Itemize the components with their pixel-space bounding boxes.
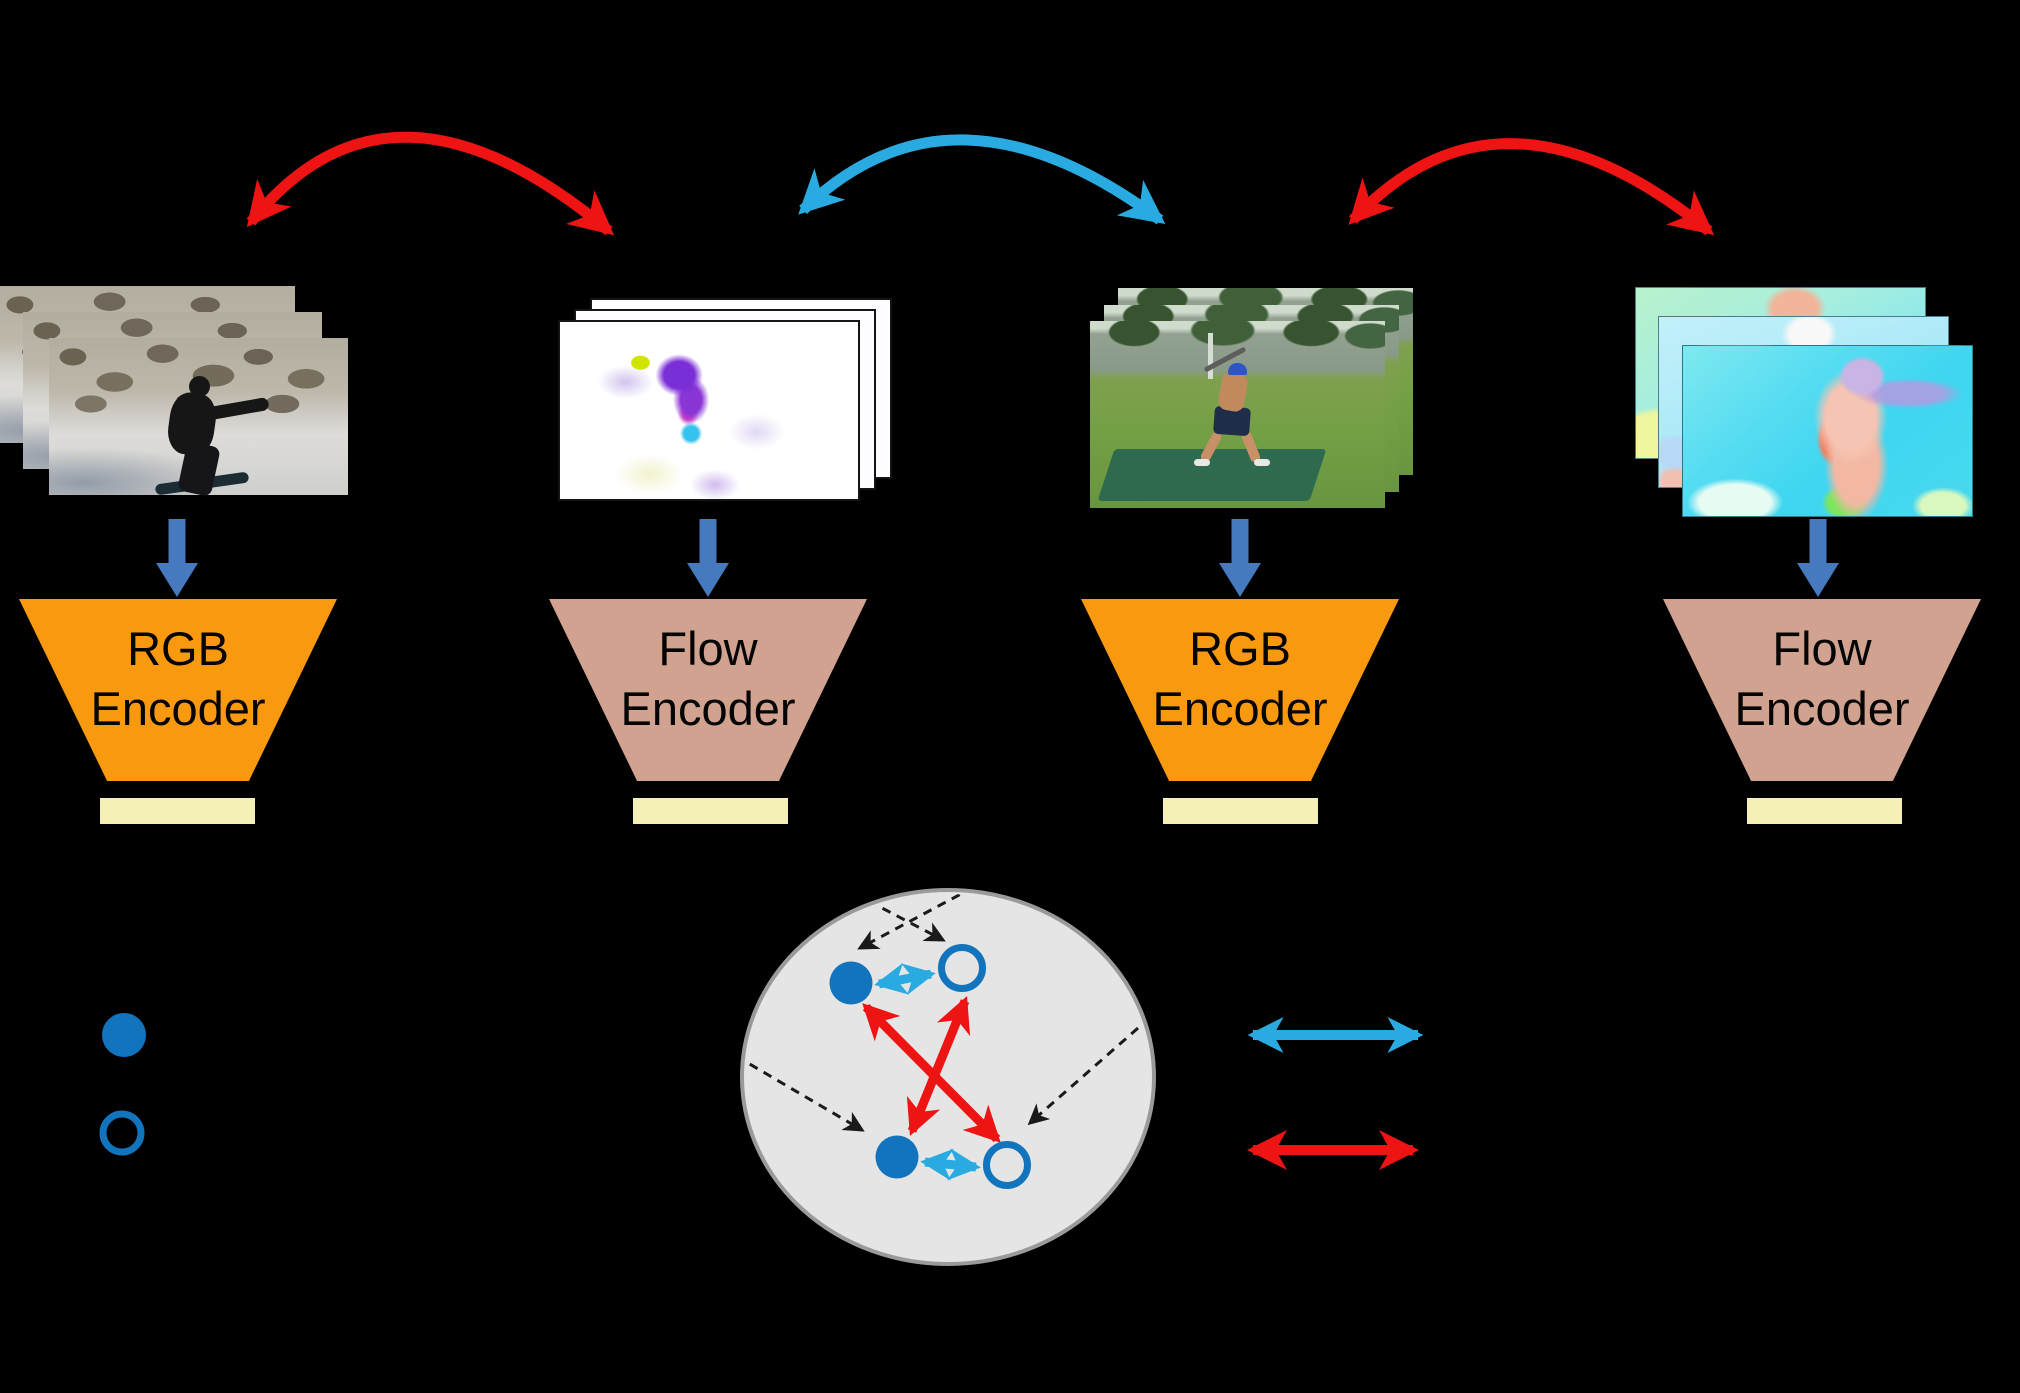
embedding-space-ellipse — [740, 888, 1156, 1266]
dashed-projection-arrow-to-top-filled-dot — [857, 894, 1003, 950]
blue-curved-arrow-center-icon — [798, 134, 1166, 225]
down-arrow-1-icon — [156, 519, 198, 597]
dashed-projection-arrow-to-bottom-filled-dot — [746, 1054, 865, 1132]
down-arrow-2-icon — [687, 519, 729, 597]
baseball-video-frame-front-icon — [1090, 321, 1385, 508]
encoder-label-line1: Flow — [658, 622, 758, 675]
top-filled-dot-icon — [829, 961, 873, 1005]
bottom-filled-dot-icon — [875, 1135, 919, 1179]
snowboarding-video-frame-front-icon — [49, 338, 348, 497]
encoder-label-line2: Encoder — [1152, 682, 1328, 735]
cyan-attract-arrow-1-icon — [874, 962, 936, 996]
batter-shoe-icon — [1194, 459, 1210, 466]
flow-encoder-2: Flow Encoder — [1663, 599, 1981, 781]
flow-embedding-chip-1 — [633, 798, 788, 824]
red-curved-arrow-left-icon — [246, 131, 615, 236]
flow-embedding-chip-2 — [1747, 798, 1902, 824]
top-open-dot-icon — [938, 944, 986, 992]
optical-flow-white-frame-front-icon — [558, 320, 860, 501]
batter-cap-icon — [1228, 363, 1247, 375]
encoder-label-line1: Flow — [1772, 622, 1872, 675]
fence-pole-icon — [1208, 333, 1213, 379]
encoder-label-line2: Encoder — [620, 682, 796, 735]
snowboarder-head-icon — [189, 376, 210, 397]
encoder-label-line1: RGB — [1189, 622, 1291, 675]
red-repel-arrow-2-icon — [906, 995, 971, 1137]
legend-filled-blue-circle-icon — [102, 1013, 146, 1057]
rgb-embedding-chip-2 — [1163, 798, 1318, 824]
rgb-embedding-chip-1 — [100, 798, 255, 824]
encoder-label-line2: Encoder — [1734, 682, 1910, 735]
batter-shoe-icon — [1254, 459, 1270, 466]
down-arrow-3-icon — [1219, 519, 1261, 597]
bottom-open-dot-icon — [983, 1141, 1031, 1189]
down-arrow-4-icon — [1797, 519, 1839, 597]
red-curved-arrow-right-icon — [1348, 138, 1715, 236]
legend-open-blue-circle-icon — [99, 1110, 145, 1156]
cyan-attract-arrow-2-icon — [920, 1148, 981, 1181]
dashed-projection-arrow-to-bottom-open-dot — [1027, 1026, 1139, 1126]
encoder-label-line1: RGB — [127, 622, 229, 675]
encoder-label-line2: Encoder — [90, 682, 266, 735]
optical-flow-cyan-frame-front-icon — [1682, 345, 1973, 517]
